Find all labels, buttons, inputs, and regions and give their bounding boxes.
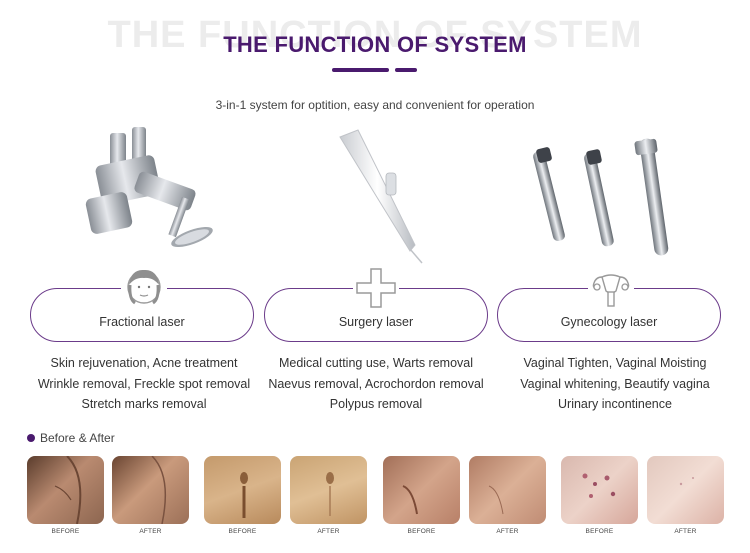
before-caption: BEFORE [228,528,257,535]
page-title: THE FUNCTION OF SYSTEM [223,32,527,57]
fractional-feature-list: Skin rejuvenation, Acne treatment Wrinkl… [19,353,269,415]
title-underline-short [395,68,417,72]
feature-line: Skin rejuvenation, Acne treatment [50,356,238,370]
feature-line: Vaginal whitening, Beautify vagina [520,376,710,391]
uterus-icon [588,265,634,311]
bullet-dot [27,434,35,442]
surgery-feature-list: Medical cutting use, Warts removal Naevu… [251,353,501,415]
before-caption: BEFORE [51,528,80,535]
cross-icon [353,265,399,311]
before-caption: BEFORE [407,528,436,535]
subtitle: 3-in-1 system for optition, easy and con… [215,98,535,112]
before-caption: BEFORE [585,528,614,535]
gynecology-probes-image [533,138,669,256]
background-title: THE FUNCTION OF SYSTEM [107,14,643,56]
before-after-heading: Before & After [27,431,115,445]
feature-line: Stretch marks removal [81,397,207,411]
before-photo-face-wrinkles [27,456,104,524]
after-photo-face-wrinkles [112,456,189,524]
system-label: Surgery laser [338,315,414,329]
surgery-handpiece-image [339,129,423,264]
before-photo-skin-scar [383,456,460,524]
feature-line: Vaginal Tighten, Vaginal Moisting [523,356,707,370]
system-label: Fractional laser [99,315,185,329]
system-label: Gynecology laser [560,315,658,329]
feature-line: Naevus removal, Acrochordon removal [268,376,484,391]
after-caption: AFTER [317,528,340,535]
feature-line: Polypus removal [329,397,423,411]
after-photo-acne [647,456,724,524]
after-caption: AFTER [674,528,697,535]
fractional-handpiece-image [85,127,213,247]
title-underline [332,68,389,72]
before-photo-abdomen-scar [204,456,281,524]
after-caption: AFTER [496,528,519,535]
face-icon [121,265,167,311]
feature-line: Urinary incontinence [558,397,672,411]
after-photo-abdomen-scar [290,456,367,524]
after-caption: AFTER [139,528,162,535]
feature-line: Medical cutting use, Warts removal [278,356,474,370]
before-photo-acne [561,456,638,524]
after-photo-skin-scar [469,456,546,524]
feature-line: Wrinkle removal, Freckle spot removal [37,376,251,391]
gynecology-feature-list: Vaginal Tighten, Vaginal Moisting Vagina… [490,353,740,415]
before-after-title: Before & After [40,431,115,445]
system-card-surgery: Surgery laser [264,288,488,342]
